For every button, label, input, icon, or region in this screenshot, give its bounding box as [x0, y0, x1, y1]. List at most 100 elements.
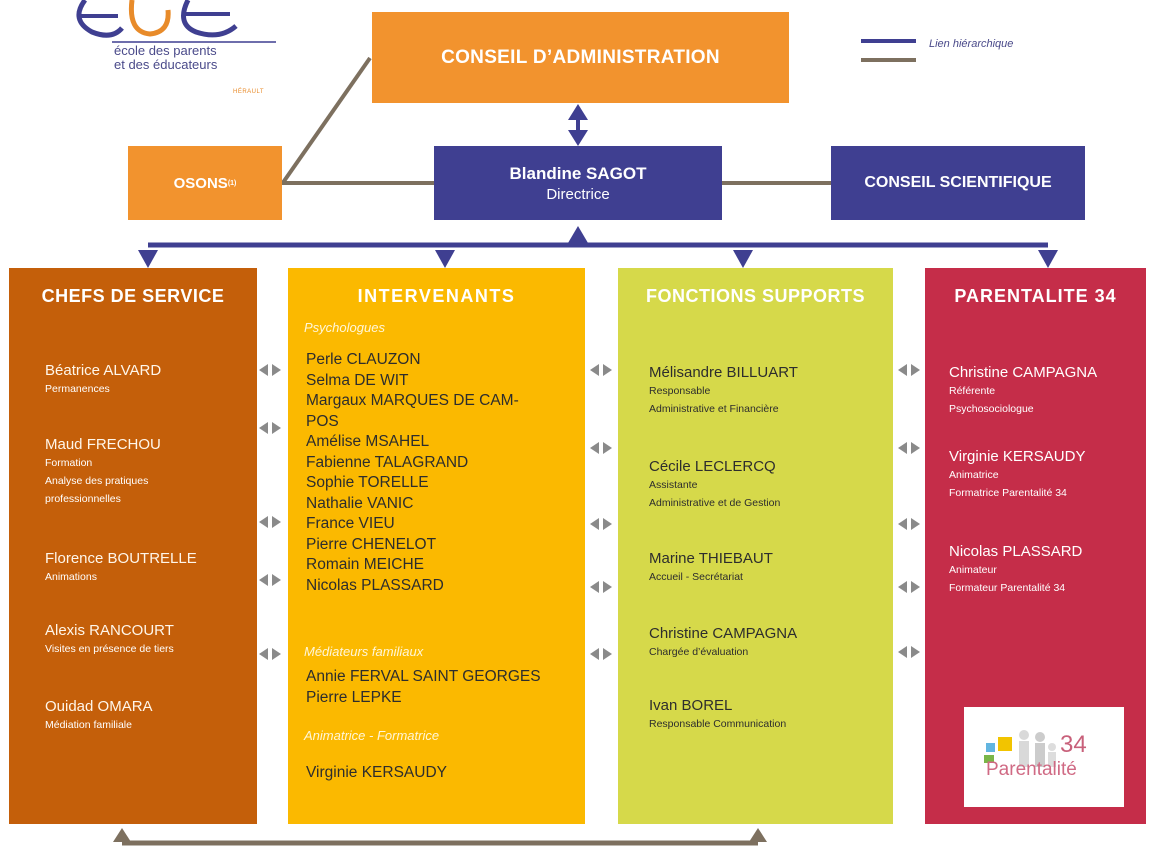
section-label: Médiateurs familiaux: [304, 644, 424, 659]
section-label: Animatrice - Formatrice: [304, 728, 440, 743]
person-name: Marine THIEBAUT: [649, 550, 773, 567]
person-entry: Christine CAMPAGNA Chargée d’évaluation: [649, 625, 797, 661]
person-entry: Florence BOUTRELLE Animations: [45, 550, 197, 586]
double-arrow-icon: [590, 518, 612, 530]
person-name: Ivan BOREL: [649, 697, 733, 714]
osons-label: OSONS: [173, 174, 228, 192]
column-title: INTERVENANTS: [357, 286, 516, 306]
person-role: Responsable Communication: [649, 718, 787, 730]
person-name: Maud FRECHOU: [45, 436, 161, 453]
person-name: Virginie KERSAUDY: [949, 448, 1086, 465]
logo-mark-icon: [76, 0, 276, 43]
person-name: Ouidad OMARA: [45, 698, 153, 715]
person-name: Pierre CHENELOT: [306, 535, 437, 553]
legend-label: Lien hiérarchique: [929, 38, 1014, 50]
logo-line-3: HÉRAULT: [233, 89, 265, 95]
double-arrow-icon: [590, 364, 612, 376]
arrow-up-icon: [568, 104, 588, 120]
arrow-fonctions-icon: [733, 250, 753, 268]
person-role: Accueil - Secrétariat: [649, 571, 743, 583]
logo-line-1: école des parents: [114, 43, 217, 58]
double-arrow-icon: [259, 516, 281, 528]
person-role: Formation: [45, 457, 93, 469]
double-arrow-icon: [898, 646, 920, 658]
double-arrow-icon: [590, 648, 612, 660]
person-role: Médiation familiale: [45, 719, 132, 731]
person-name: Christine CAMPAGNA: [649, 625, 798, 642]
person-name: France VIEU: [306, 515, 395, 532]
person-name: Fabienne TALAGRAND: [306, 453, 469, 471]
column-title: CHEFS DE SERVICE: [41, 286, 225, 306]
parentalite-logo-number: 34: [1060, 731, 1087, 758]
osons-link-line: [280, 56, 372, 186]
person-role: Animations: [45, 571, 97, 583]
person-role: Animatrice: [949, 469, 999, 481]
director-name: Blandine SAGOT: [509, 163, 647, 183]
person-name: POS: [306, 412, 339, 430]
person-entry: Alexis RANCOURT Visites en présence de ti…: [45, 622, 174, 658]
person-name: Romain MEICHE: [306, 556, 424, 573]
bottom-arrow-left-icon: [113, 828, 131, 842]
person-name: Florence BOUTRELLE: [45, 550, 197, 567]
person-role: Chargée d’évaluation: [649, 646, 749, 658]
person-name: Cécile LECLERCQ: [649, 458, 776, 475]
person-entry: Marine THIEBAUT Accueil - Secrétariat: [649, 550, 773, 586]
director-role: Directrice: [546, 185, 610, 203]
person-role: Psychosociologue: [949, 403, 1034, 415]
conseil-administration-box: CONSEIL D’ADMINISTRATION: [372, 12, 789, 103]
person-role: Analyse des pratiques: [45, 475, 149, 487]
person-entry: Ouidad OMARA Médiation familiale: [45, 698, 153, 734]
bottom-arrow-right-icon: [749, 828, 767, 842]
director-arrow-up-icon: [568, 226, 588, 243]
person-name: Margaux MARQUES DE CAM-: [306, 392, 519, 409]
person-role: Permanences: [45, 383, 110, 395]
double-arrow-icon: [259, 422, 281, 434]
arrow-chefs-icon: [138, 250, 158, 268]
person-name: Amélise MSAHEL: [306, 433, 430, 450]
person-name: Nicolas PLASSARD: [306, 576, 444, 594]
column-title: PARENTALITE 34: [954, 286, 1117, 306]
person-name: Alexis RANCOURT: [45, 622, 174, 639]
arrow-down-icon: [568, 130, 588, 146]
person-role: Assistante: [649, 479, 698, 491]
person-name: Nathalie VANIC: [306, 494, 414, 512]
double-arrow-icon: [898, 442, 920, 454]
person-name: Virginie KERSAUDY: [306, 764, 447, 781]
osons-box: OSONS(1): [128, 146, 282, 220]
arrow-parentalite-icon: [1038, 250, 1058, 268]
parentalite-figures-icon: [984, 730, 1056, 767]
section-label: Psychologues: [304, 320, 385, 335]
double-arrow-icon: [590, 442, 612, 454]
person-role: Animateur: [949, 564, 997, 576]
person-name: Nicolas PLASSARD: [949, 543, 1083, 560]
person-role: Formatrice Parentalité 34: [949, 487, 1067, 499]
double-arrow-icon: [259, 364, 281, 376]
person-role: Visites en présence de tiers: [45, 643, 174, 655]
person-role: Formateur Parentalité 34: [949, 582, 1066, 594]
column-title: FONCTIONS SUPPORTS: [645, 286, 865, 306]
conseil-scientifique-box: CONSEIL SCIENTIFIQUE: [831, 146, 1085, 220]
person-role: Administrative et Financière: [649, 403, 779, 415]
section-names: Virginie KERSAUDY: [306, 763, 447, 784]
osons-note: (1): [227, 179, 237, 187]
person-name: Annie FERVAL SAINT GEORGES: [306, 668, 541, 685]
person-entry: Ivan BOREL Responsable Communication: [649, 697, 786, 733]
person-role: professionnelles: [45, 493, 121, 505]
double-arrow-icon: [590, 581, 612, 593]
person-role: Administrative et de Gestion: [649, 497, 781, 509]
double-arrow-icon: [898, 364, 920, 376]
double-arrow-icon: [898, 518, 920, 530]
person-name: Sophie TORELLE: [306, 474, 429, 491]
arrow-intervenants-icon: [435, 250, 455, 268]
